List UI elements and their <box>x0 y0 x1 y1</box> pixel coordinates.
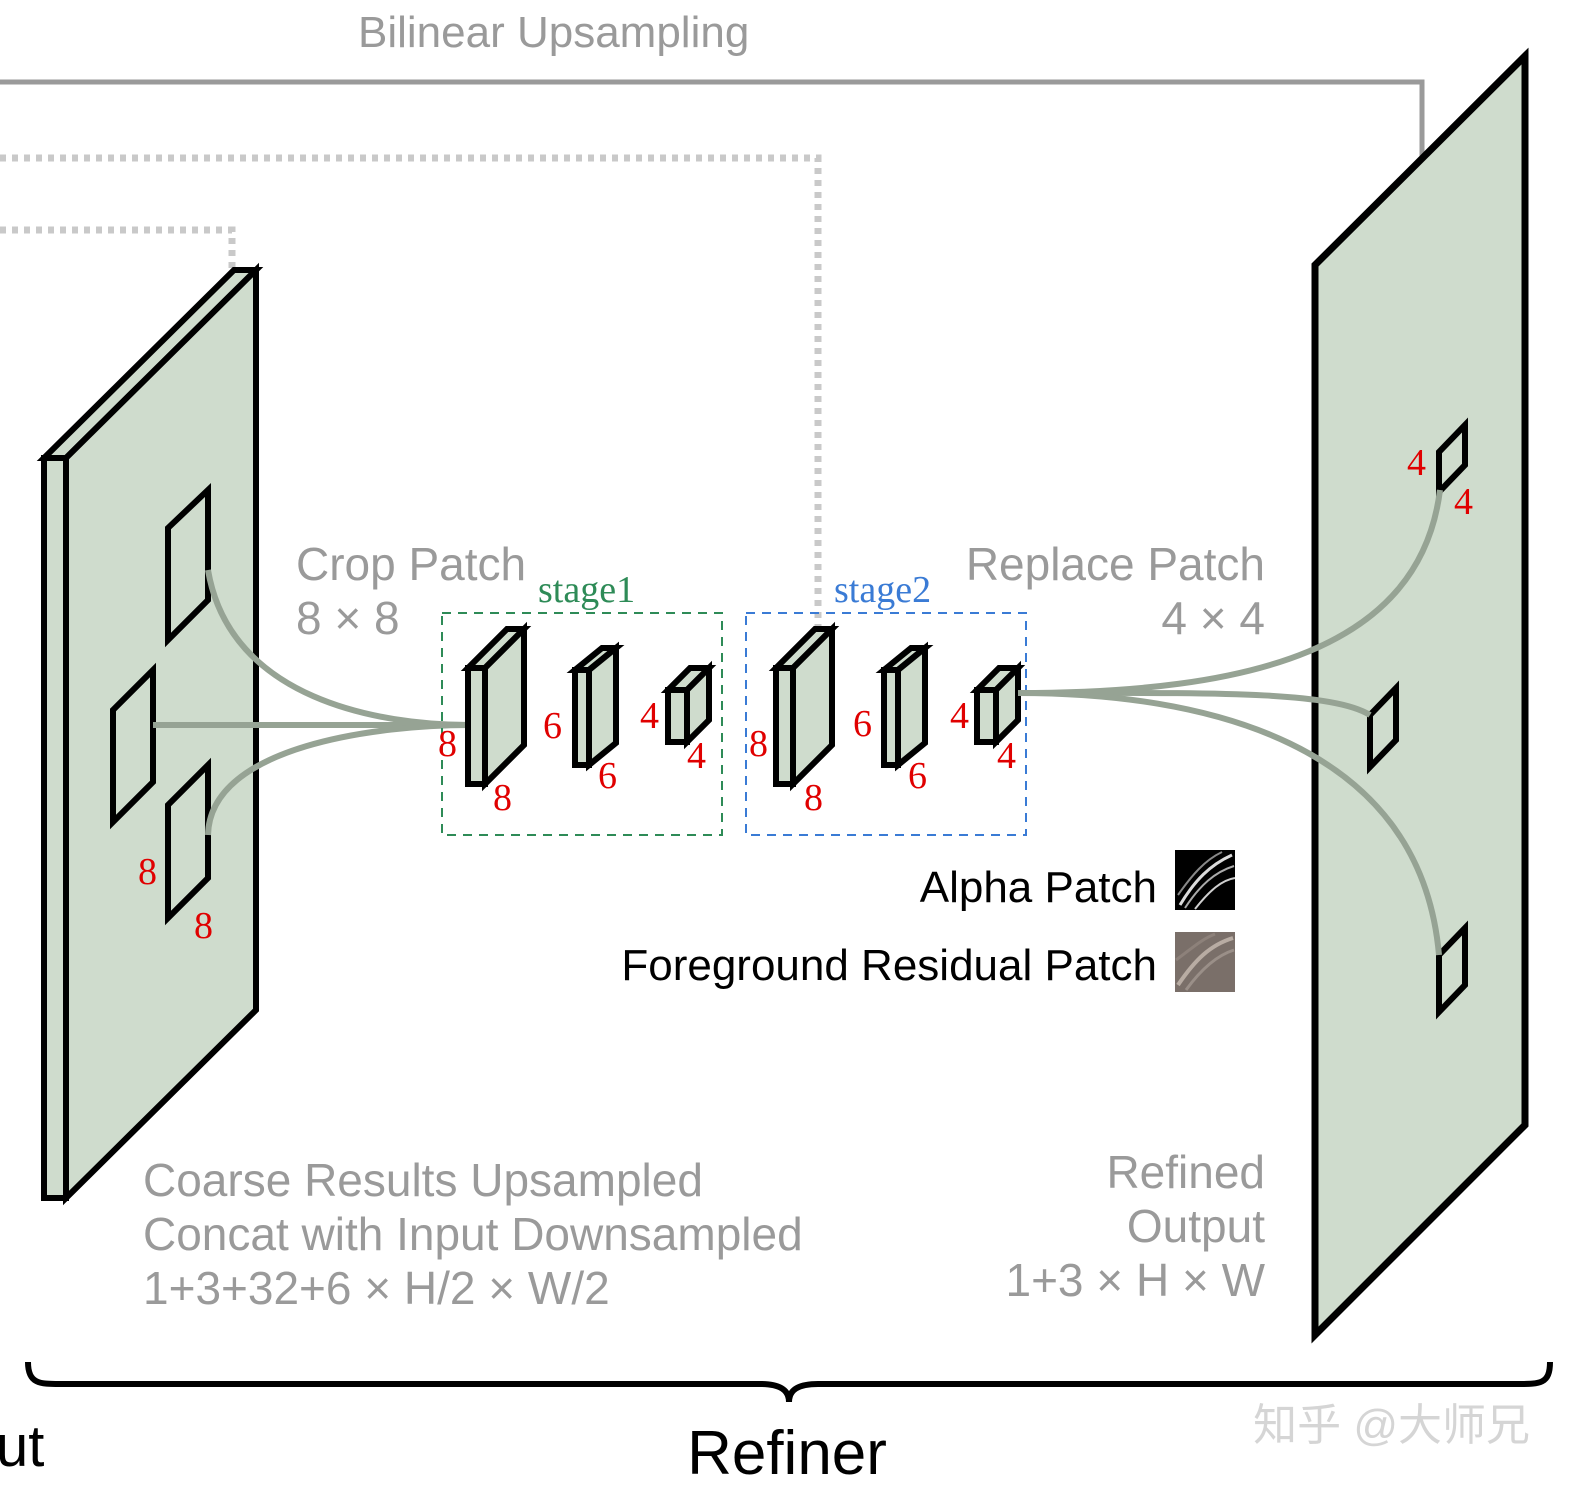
cut-off-label: ut <box>0 1414 44 1479</box>
refined-caption-line1: Refined <box>1106 1146 1265 1198</box>
right-patch-bottom <box>1436 920 1468 1020</box>
legend-alpha-label: Alpha Patch <box>920 863 1157 912</box>
crop-patch-size: 8 × 8 <box>296 592 400 644</box>
left-patch-bottom <box>165 757 211 926</box>
stage2-dim-c: 6 <box>853 703 872 745</box>
stage1-dim-e: 4 <box>640 695 659 737</box>
stage2-label: stage2 <box>834 569 931 611</box>
stage2-dim-b: 8 <box>804 777 823 819</box>
left-patch-width-label: 8 <box>194 905 213 947</box>
left-patch-top <box>165 483 211 648</box>
refined-caption-line2: Output <box>1127 1200 1265 1252</box>
refined-caption-line3: 1+3 × H × W <box>1005 1254 1265 1306</box>
foreground-residual-thumbnail <box>1175 932 1235 992</box>
legend-foreground-label: Foreground Residual Patch <box>621 941 1157 990</box>
left-patch-height-label: 8 <box>138 851 157 893</box>
bilinear-upsampling-line <box>0 79 1425 160</box>
coarse-results-plane <box>36 262 264 1206</box>
dotted-skip-line-inner <box>0 226 236 270</box>
right-patch-height-label: 4 <box>1407 442 1426 484</box>
replace-connectors <box>1017 489 1443 956</box>
left-patch-middle <box>110 662 156 830</box>
dotted-skip-line-outer <box>0 154 822 628</box>
stage2-block-small <box>969 660 1026 750</box>
stage2-box <box>745 612 1027 836</box>
stage2-dim-e: 4 <box>950 695 969 737</box>
alpha-patch-thumbnail <box>1175 850 1236 910</box>
bilinear-upsampling-label: Bilinear Upsampling <box>358 8 749 57</box>
stage2-block-medium <box>875 641 934 772</box>
replace-patch-size: 4 × 4 <box>1161 592 1265 644</box>
coarse-caption-line1: Coarse Results Upsampled <box>143 1154 703 1206</box>
coarse-caption-line3: 1+3+32+6 × H/2 × W/2 <box>143 1262 610 1314</box>
stage1-dim-c: 6 <box>543 705 562 747</box>
stage1-dim-d: 6 <box>598 755 617 797</box>
stage1-dim-a: 8 <box>438 723 457 765</box>
stage2-dim-a: 8 <box>749 723 768 765</box>
stage1-dim-b: 8 <box>493 777 512 819</box>
stage1-dim-f: 4 <box>687 735 706 777</box>
stage2-block-large <box>768 621 840 792</box>
refined-output-plane <box>1311 47 1529 1344</box>
stage1-block-medium <box>566 641 625 772</box>
stage1-label: stage1 <box>538 569 635 611</box>
right-patch-top <box>1436 417 1468 500</box>
right-patch-width-label: 4 <box>1454 481 1473 523</box>
crop-connectors <box>153 569 471 836</box>
crop-patch-title: Crop Patch <box>296 538 526 590</box>
watermark: 知乎 @大师兄 <box>1253 1401 1530 1450</box>
replace-patch-title: Replace Patch <box>966 538 1265 590</box>
stage2-dim-d: 6 <box>908 755 927 797</box>
stage1-block-small <box>660 660 717 750</box>
stage1-box <box>441 612 723 836</box>
refiner-label: Refiner <box>687 1419 887 1488</box>
refiner-brace <box>25 1361 1553 1403</box>
right-patch-middle <box>1367 680 1399 775</box>
stage2-dim-f: 4 <box>997 735 1016 777</box>
stage1-block-large <box>460 621 532 792</box>
coarse-caption-line2: Concat with Input Downsampled <box>143 1208 803 1260</box>
